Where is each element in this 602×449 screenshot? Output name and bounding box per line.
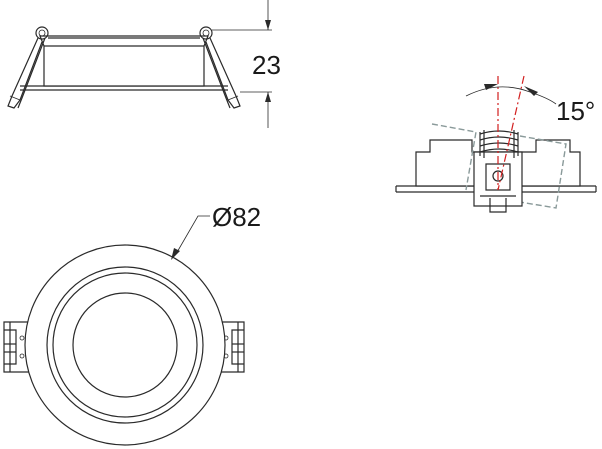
height-dimension: 23	[212, 0, 281, 128]
tilt-angle-dimension: 15°	[465, 84, 595, 126]
inner-ring-outer	[46, 266, 204, 424]
side-view: 23	[7, 0, 281, 128]
outer-ring	[24, 244, 226, 446]
front-left-clip	[3, 321, 31, 373]
tilt-spring-coil	[479, 130, 519, 158]
tilt-outline-right	[519, 135, 567, 209]
right-spring-clip	[199, 26, 241, 109]
tilt-view: 15°	[395, 75, 597, 213]
tilt-angle-value: 15°	[556, 96, 595, 126]
lens	[72, 292, 178, 398]
inner-ring-inner	[52, 272, 198, 418]
height-value: 23	[252, 50, 281, 80]
front-view: Ø82	[3, 202, 261, 446]
diameter-value: Ø82	[212, 202, 261, 232]
left-spring-clip	[7, 26, 49, 109]
diameter-dimension: Ø82	[171, 202, 261, 260]
tilted-axis-line	[497, 75, 525, 191]
tilt-outline-left	[431, 123, 477, 191]
side-view-housing	[39, 35, 209, 87]
